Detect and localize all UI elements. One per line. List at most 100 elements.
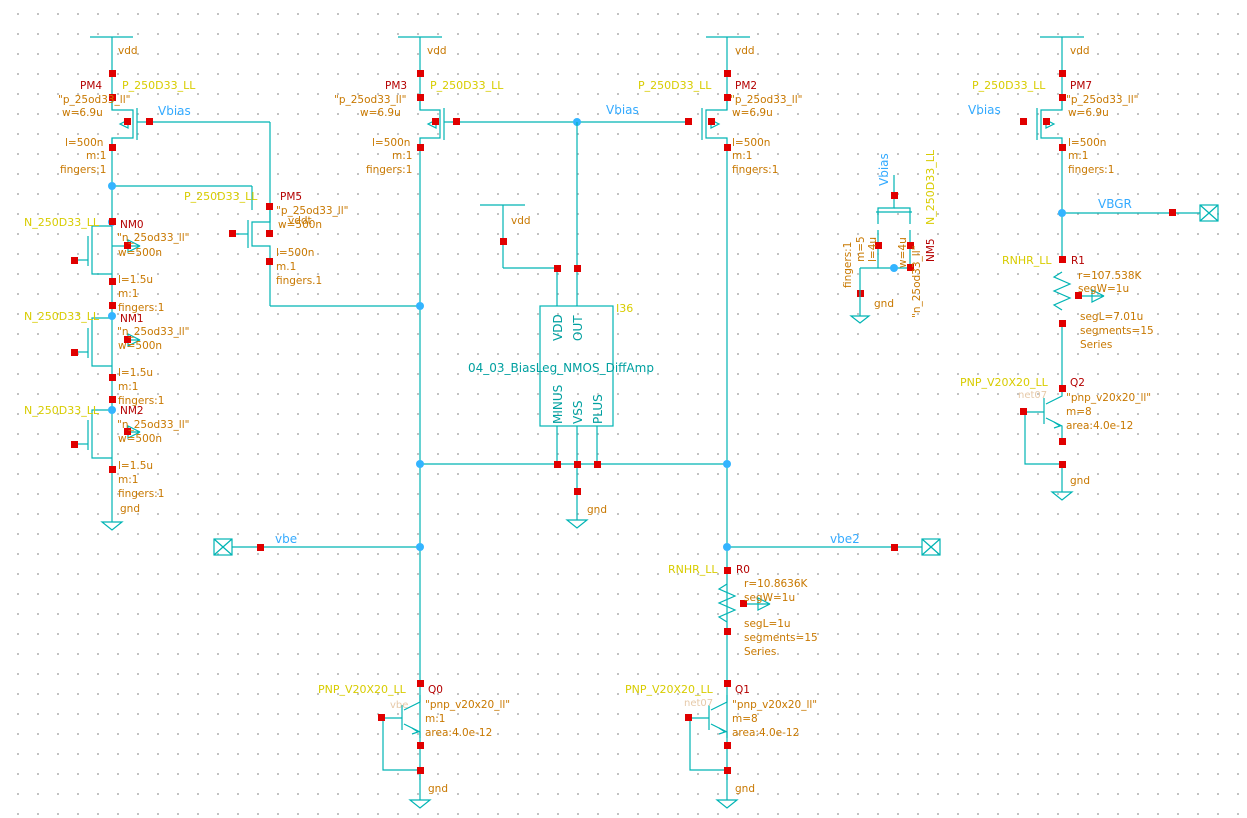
pm2-w: w=6.9u: [732, 107, 773, 119]
nm5-fingers: fingers:1: [842, 242, 854, 288]
nm5-w: w=4u: [897, 237, 909, 268]
pm5-bulk: vddt: [288, 215, 312, 227]
nm5-name: NM5: [925, 238, 937, 262]
vbias-label-2: Vbias: [606, 103, 639, 117]
pm3-model: P_250D33_LL: [430, 79, 504, 92]
pm5-name: PM5: [280, 191, 302, 203]
vbgr-port[interactable]: [1058, 204, 1219, 222]
nm5-m: m=5: [855, 236, 867, 262]
nm0-name: NM0: [120, 219, 144, 231]
nm5-vbias-label: Vbias: [877, 153, 891, 186]
nm5-l: l=4u: [867, 237, 879, 262]
r1-r: r=107.538K: [1078, 270, 1143, 282]
amp-cell-name: 04_03_BiasLeg_NMOS_DiffAmp: [468, 361, 654, 375]
nm0-fingers: fingers:1: [118, 302, 164, 314]
pm7-fingers: fingers:1: [1068, 164, 1114, 176]
vbe2-label: vbe2: [830, 532, 860, 546]
pm3-l: l=500n: [372, 137, 410, 149]
nmos-stack[interactable]: [71, 182, 253, 531]
q2-m: m=8: [1066, 406, 1092, 418]
vbe-port[interactable]: [213, 538, 424, 556]
r0-segl: segL=1u: [744, 618, 791, 630]
r1-resistor[interactable]: [1052, 256, 1105, 385]
q2-base-net: net07: [1018, 390, 1047, 401]
pm2-model: P_250D33_LL: [638, 79, 712, 92]
nm5-transistor[interactable]: [849, 175, 914, 324]
pm5-l: l=500n: [276, 247, 314, 259]
nm5-cell: "n_25od33_ll": [911, 246, 923, 318]
pm5-model: P_250D33_LL: [184, 190, 258, 203]
pm7-vdd-label: vdd: [1070, 45, 1090, 57]
q0-base-net: vbe: [390, 700, 408, 711]
pm2-fingers: fingers:1: [732, 164, 778, 176]
nm0-model: N_250D33_LL: [24, 216, 100, 229]
q2-gnd-label: gnd: [1070, 475, 1090, 487]
nm0-l: l=1.5u: [118, 274, 153, 286]
r1-segw: segW=1u: [1078, 283, 1129, 295]
nm1-fingers: fingers:1: [118, 395, 164, 407]
q2-name: Q2: [1070, 377, 1085, 389]
pm2-cell: "p_25od33_ll": [730, 94, 802, 106]
pm2-vdd-label: vdd: [735, 45, 755, 57]
pm7-l: l=500n: [1068, 137, 1106, 149]
q0-gnd-label: gnd: [428, 783, 448, 795]
amp-pin-vss: VSS: [571, 401, 585, 424]
pm4-name: PM4: [80, 80, 102, 92]
pm7-name: PM7: [1070, 80, 1092, 92]
q1-model: PNP_V20X20_LL: [625, 683, 714, 696]
diffamp-block[interactable]: [416, 122, 731, 529]
pm2-l: l=500n: [732, 137, 770, 149]
vbias-label-1: Vbias: [158, 104, 191, 118]
nm0-m: m:1: [118, 288, 138, 300]
pm4-fingers: fingers:1: [60, 164, 106, 176]
vbe-label: vbe: [275, 532, 297, 546]
q2-transistor[interactable]: [1020, 385, 1074, 501]
pm4-transistor[interactable]: [90, 36, 271, 232]
pm3-transistor[interactable]: [398, 36, 688, 780]
r0-name: R0: [736, 564, 750, 576]
r0-r: r=10.8636K: [744, 578, 809, 590]
pm5-w: w=500n: [278, 219, 322, 231]
pm5-transistor[interactable]: [229, 203, 420, 307]
q2-model: PNP_V20X20_LL: [960, 376, 1049, 389]
q1-transistor[interactable]: [685, 680, 739, 809]
r0-model: RNHR_LL: [668, 563, 718, 576]
nm2-fingers: fingers:1: [118, 488, 164, 500]
nm2-cell: "n_25od33_ll": [117, 419, 189, 431]
q1-gnd-label: gnd: [735, 783, 755, 795]
r0-segs: segments=15: [744, 632, 818, 644]
nm1-model: N_250D33_LL: [24, 310, 100, 323]
q2-cell: "pnp_v20x20_ll": [1066, 392, 1151, 404]
pm3-fingers: fingers:1: [366, 164, 412, 176]
q1-cell: "pnp_v20x20_ll": [732, 699, 817, 711]
q0-model: PNP_V20X20_LL: [318, 683, 407, 696]
pm3-cell: "p_25od33_ll": [334, 94, 406, 106]
r1-segl: segL=7.01u: [1080, 311, 1143, 323]
amp-instance: I36: [616, 302, 633, 315]
amp-pin-plus: PLUS: [591, 394, 605, 424]
nm0-cell: "n_25od33_ll": [117, 232, 189, 244]
amp-gnd-label: gnd: [587, 504, 607, 516]
pm2-name: PM2: [735, 80, 757, 92]
pm7-model: P_250D33_LL: [972, 79, 1046, 92]
nm-stack-gnd-label: gnd: [120, 503, 140, 515]
nm5-model: N_250D33_LL: [924, 149, 937, 225]
q1-area: area:4.0e-12: [732, 727, 799, 739]
nm2-model: N_250D33_LL: [24, 404, 100, 417]
nm1-w: w=500n: [118, 340, 162, 352]
pm4-vdd-label: vdd: [118, 45, 138, 57]
pm4-m: m:1: [86, 150, 106, 162]
q0-transistor[interactable]: [378, 680, 432, 809]
pm4-model: P_250D33_LL: [122, 79, 196, 92]
pm4-l: l=500n: [65, 137, 103, 149]
pm7-transistor[interactable]: [1020, 36, 1084, 256]
q0-m: m:1: [425, 713, 445, 725]
nm5-gnd-label: gnd: [874, 298, 894, 310]
q1-base-net: net07: [684, 698, 713, 709]
amp-pin-out: OUT: [571, 315, 585, 341]
r1-series: Series: [1080, 339, 1112, 351]
r0-resistor[interactable]: [717, 567, 771, 635]
vbe2-port[interactable]: [723, 538, 941, 556]
